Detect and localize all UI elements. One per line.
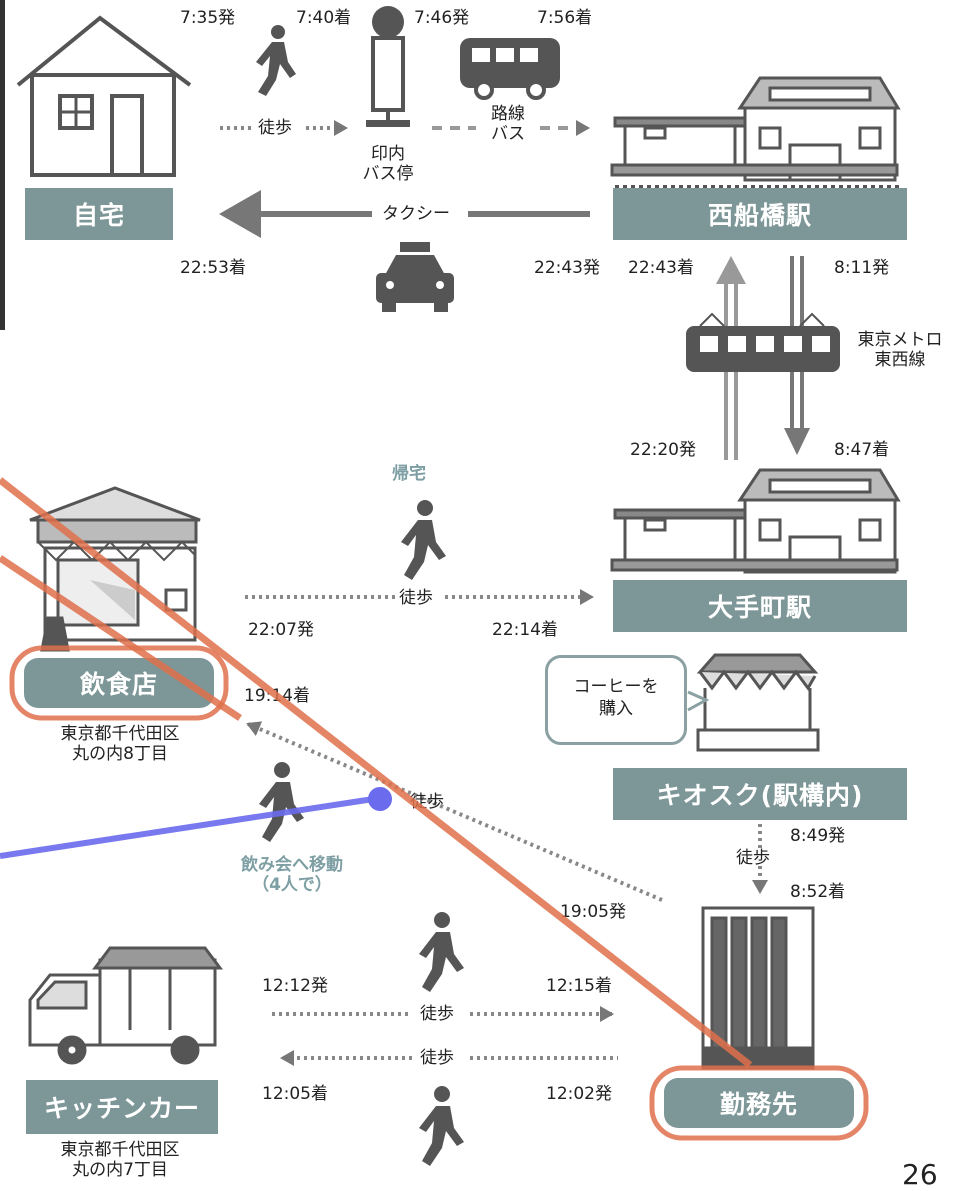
mode-label-walk: 徒歩 — [399, 588, 433, 608]
time-label: 22:43発 — [534, 258, 600, 278]
taxi-icon — [376, 242, 454, 312]
place-label-nishifunabashi: 西船橋駅 — [613, 188, 907, 240]
highlight-ring — [649, 1065, 869, 1141]
mode-label-walk: 徒歩 — [420, 1004, 454, 1024]
mode-label-return: 帰宅 — [392, 464, 426, 484]
kitchen-car-icon — [28, 946, 223, 1065]
time-label: 8:47着 — [834, 440, 890, 460]
time-label: 12:02発 — [546, 1084, 612, 1104]
station-building-icon — [610, 76, 901, 191]
station-building-icon — [610, 468, 901, 574]
time-label: 22:07発 — [248, 620, 314, 640]
time-label: 22:14着 — [492, 620, 558, 640]
address-line: 東京都千代田区 — [60, 1140, 180, 1160]
mode-line: 飲み会へ移動 — [241, 855, 343, 875]
bus-stop-label: 印内 バス停 — [350, 144, 426, 184]
address-line: 丸の内7丁目 — [72, 1160, 168, 1180]
walk-arrow — [246, 721, 663, 902]
mode-line: 東京メトロ — [857, 330, 943, 350]
walking-person-icon — [256, 25, 296, 96]
bubble-line: 購入 — [599, 699, 633, 719]
annotation-line-orange — [0, 555, 242, 721]
annotation-line-blue — [0, 795, 381, 859]
place-label-otemachi: 大手町駅 — [613, 580, 907, 632]
house-icon — [16, 15, 192, 177]
walking-person-icon — [419, 912, 464, 992]
address-line: 東京都千代田区 — [60, 724, 180, 744]
time-label: 8:49発 — [790, 826, 846, 846]
place-label-kitchen-car: キッチンカー — [26, 1080, 218, 1134]
place-label-text: 西船橋駅 — [707, 201, 812, 230]
walking-person-icon — [419, 1086, 464, 1166]
place-label-text: キオスク(駅構内) — [656, 781, 864, 810]
time-label: 7:40着 — [296, 8, 352, 28]
bus-icon — [460, 38, 560, 100]
time-label: 12:05着 — [262, 1084, 328, 1104]
train-icon — [686, 312, 840, 372]
place-label-kiosk: キオスク(駅構内) — [613, 768, 907, 820]
kiosk-stand-icon — [696, 653, 820, 752]
place-label-text: 自宅 — [72, 201, 125, 230]
time-label: 22:43着 — [628, 258, 694, 278]
place-label-home: 自宅 — [25, 188, 173, 240]
kitchen-car-address: 東京都千代田区 丸の内7丁目 — [20, 1140, 220, 1180]
place-label-text: キッチンカー — [43, 1094, 200, 1123]
mode-label-walk: 徒歩 — [258, 118, 292, 138]
time-label: 7:46発 — [414, 8, 470, 28]
mode-label-walk: 徒歩 — [420, 1048, 454, 1068]
time-label: 12:15着 — [546, 976, 612, 996]
bubble-line: コーヒーを — [573, 677, 659, 697]
time-label: 7:56着 — [537, 8, 593, 28]
restaurant-address: 東京都千代田区 丸の内8丁目 — [20, 724, 220, 764]
place-label-text: 飲食店 — [79, 670, 158, 699]
edge-strip — [0, 0, 5, 330]
annotation-dot-blue — [368, 787, 392, 811]
speech-bubble: コーヒーを 購入 — [545, 655, 687, 745]
bus-stop-line: 印内 — [371, 144, 405, 164]
mode-label-taxi: タクシー — [382, 204, 450, 224]
bus-stop-icon — [366, 6, 410, 127]
mode-label-walk: 徒歩 — [736, 848, 770, 868]
time-label: 8:52着 — [790, 882, 846, 902]
time-label: 19:05発 — [560, 902, 626, 922]
time-label: 7:35発 — [180, 8, 236, 28]
bubble-tail — [687, 690, 710, 712]
mode-label-metro: 東京メトロ 東西線 — [845, 330, 955, 370]
mode-line: 路線 — [491, 104, 525, 124]
annotation-line-orange — [0, 477, 753, 1068]
place-label-office: 勤務先 — [664, 1078, 854, 1128]
mode-line: バス — [491, 124, 525, 144]
page-number: 26 — [902, 1158, 938, 1191]
walking-person-icon — [401, 500, 446, 580]
bus-stop-line: バス停 — [362, 164, 414, 184]
place-label-text: 勤務先 — [719, 1090, 798, 1119]
place-label-text: 大手町駅 — [707, 593, 812, 622]
mode-label-bus: 路線 バス — [476, 104, 540, 144]
mode-line: （4人で） — [252, 875, 332, 895]
mode-label-party: 飲み会へ移動 （4人で） — [222, 855, 362, 895]
highlight-ring — [9, 645, 229, 721]
address-line: 丸の内8丁目 — [72, 744, 168, 764]
time-label: 12:12発 — [262, 976, 328, 996]
time-label: 22:20発 — [630, 440, 696, 460]
time-label: 8:11発 — [834, 258, 890, 278]
mode-line: 東西線 — [874, 350, 926, 370]
time-label: 22:53着 — [180, 258, 246, 278]
